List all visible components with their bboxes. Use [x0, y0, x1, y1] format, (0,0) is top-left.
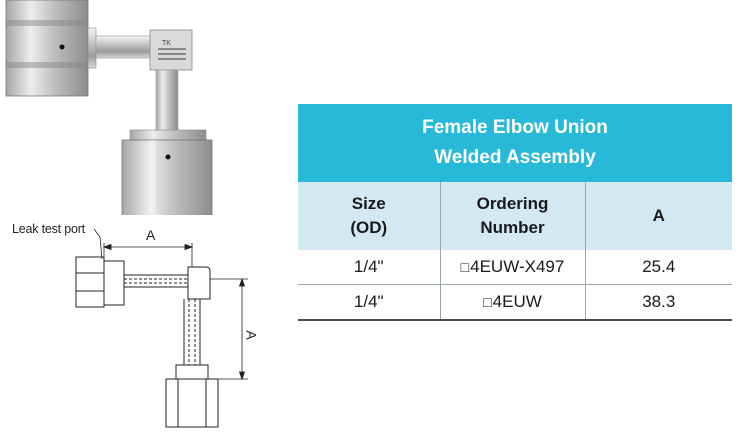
top-nut	[5, 0, 97, 97]
row-a: 25.4	[585, 250, 732, 285]
table-title: Female Elbow Union Welded Assembly	[298, 104, 732, 182]
row-size: 1/4"	[298, 250, 441, 285]
vertical-tube	[155, 69, 179, 133]
leak-port-hole	[59, 44, 65, 50]
drawing-elbow	[187, 266, 211, 300]
material-box-icon: □	[460, 259, 470, 275]
table-title-line1: Female Elbow Union	[422, 117, 608, 138]
header-a: A	[585, 182, 732, 250]
bottom-nut	[121, 129, 213, 215]
drawing-top-nut	[75, 256, 105, 308]
stamp-text: TK	[162, 40, 171, 47]
dimension-lines	[102, 243, 248, 381]
header-ordering-line2: Number	[480, 218, 545, 237]
dimension-a-horizontal: A	[146, 227, 156, 243]
material-box-icon: □	[483, 294, 492, 310]
header-ordering-line1: Ordering	[476, 194, 549, 213]
row-ordering: □4EUW	[440, 284, 586, 321]
row-size: 1/4"	[298, 284, 441, 321]
header-size-line1: Size	[351, 194, 386, 213]
product-photo: TK	[5, 0, 213, 215]
table-title-line2: Welded Assembly	[434, 147, 596, 168]
table-row: 1/4" □4EUW 38.3	[298, 284, 732, 321]
row-ordering-number: 4EUW-X497	[470, 257, 565, 276]
leak-port-leader	[93, 228, 103, 260]
table-row: 1/4" □4EUW-X497 25.4	[298, 250, 732, 285]
header-ordering: Ordering Number	[440, 182, 586, 250]
table-header-row: Size (OD) Ordering Number A	[298, 182, 732, 250]
dimension-a-vertical: A	[243, 330, 260, 340]
row-ordering-number: 4EUW	[492, 292, 542, 311]
technical-drawing	[75, 228, 248, 428]
spec-table: Female Elbow Union Welded Assembly Size …	[298, 104, 732, 321]
header-size-line2: (OD)	[350, 218, 388, 237]
bottom-hole	[165, 154, 171, 160]
header-size: Size (OD)	[298, 182, 441, 250]
row-ordering: □4EUW-X497	[440, 250, 586, 285]
row-a: 38.3	[585, 284, 732, 321]
drawing-bottom-nut	[165, 378, 219, 428]
elbow-body: TK	[149, 29, 193, 71]
leak-test-port-label: Leak test port	[12, 222, 85, 236]
horizontal-tube	[95, 35, 155, 59]
